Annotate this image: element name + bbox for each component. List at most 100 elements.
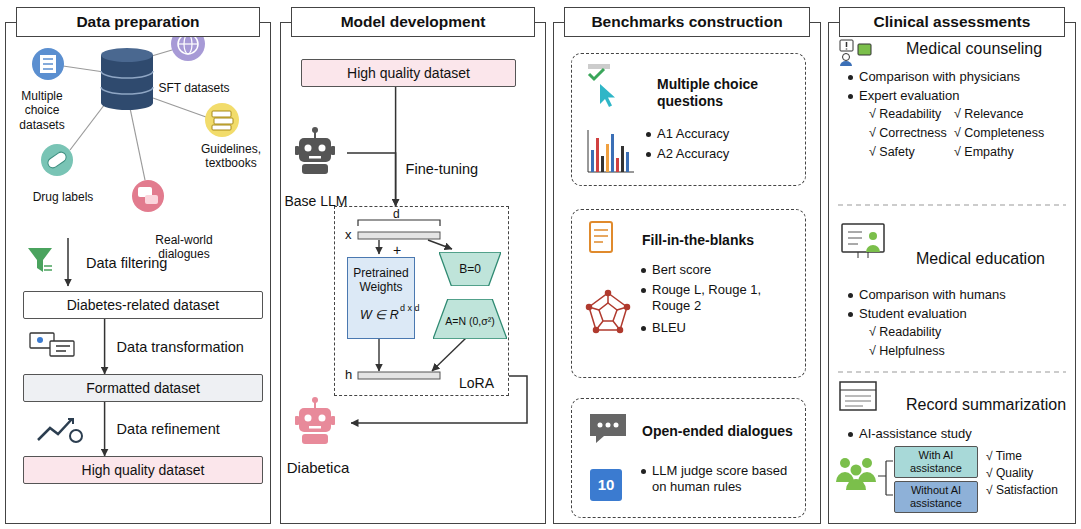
check-item: √ Readability (869, 325, 941, 340)
people-icon (851, 465, 862, 476)
panel-title: Benchmarks construction (564, 7, 810, 37)
lora-box: LoRAPretrained WeightsW ∈ Rd x dB=0A=N (… (334, 206, 509, 396)
network-icon (589, 293, 627, 330)
panel: Data preparationDiabetes-related dataset… (5, 22, 271, 524)
node-text: High quality dataset (347, 65, 470, 81)
panel-title: Clinical assessments (839, 7, 1065, 37)
source-lines (70, 100, 108, 150)
node-text: Without AI assistance (901, 484, 971, 509)
panel-title: Model development (291, 7, 535, 37)
network-icon (587, 291, 630, 333)
globe-icon (178, 34, 198, 54)
database-icon (101, 71, 153, 94)
check-item: √ Satisfaction (986, 483, 1058, 497)
check-item: √ Completeness (954, 126, 1044, 141)
weight-box: Pretrained WeightsW ∈ Rd x d (347, 257, 415, 339)
transform-icon (50, 341, 74, 356)
lora-parts (358, 232, 440, 239)
panel: Model developmentHigh quality datasetBas… (280, 22, 546, 524)
source-lines (153, 98, 206, 117)
robot-icon (331, 146, 335, 155)
robot-icon (309, 156, 321, 159)
source-label: Guidelines, textbooks (196, 142, 266, 171)
bullet-text: Comparison with humans (859, 287, 1006, 303)
separator (838, 372, 1066, 373)
network-icon (606, 291, 611, 296)
source-lines (130, 108, 145, 180)
education-icon (869, 232, 877, 240)
source-label: SFT datasets (156, 81, 232, 95)
lora-parts (378, 338, 379, 371)
node-text: LLM judge score based on human rules (652, 463, 797, 494)
robot-icon (305, 145, 312, 152)
separator (838, 205, 1066, 206)
vector-label: h (345, 367, 352, 383)
people-icon (836, 458, 876, 490)
counseling-icon (840, 40, 853, 51)
capsule-icon (46, 150, 68, 170)
node-text: Diabetica (277, 459, 359, 477)
fork-line (878, 461, 893, 495)
checklist-icon (600, 84, 615, 107)
filter-icon (28, 248, 52, 272)
lora-parts (432, 338, 466, 371)
checklist-icon (589, 69, 604, 79)
chat-icon (132, 180, 164, 212)
robot-icon (319, 145, 326, 152)
node-text: Multiple choice questions (657, 76, 797, 110)
section-title: Medical education (916, 249, 1045, 268)
counseling-icon (858, 44, 871, 55)
bullet-text: Student evaluation (859, 306, 967, 322)
source-lines (63, 66, 104, 72)
database-icon (101, 48, 153, 62)
benchmark-box: Multiple choice questionsA1 AccuracyA2 A… (571, 53, 806, 186)
process-box: Formatted dataset (23, 374, 263, 402)
model-icon: Diabetica (285, 401, 351, 481)
check-item: √ Readability (869, 107, 941, 122)
list-icon (32, 48, 64, 80)
network-icon (625, 305, 630, 310)
node-text: d x d (400, 303, 420, 314)
bar-chart-icon (596, 138, 599, 172)
step-label: Data filtering (86, 255, 167, 272)
connector-arrow (351, 376, 527, 423)
node-text: W ∈ R (360, 308, 399, 323)
check-item: √ Safety (869, 145, 915, 160)
record-icon (840, 382, 876, 410)
node-text: Formatted dataset (86, 380, 200, 396)
group-box: With AI assistance (894, 446, 978, 478)
chat-icon (145, 195, 158, 204)
group-box: Without AI assistance (894, 481, 978, 513)
operator-label: + (393, 242, 401, 259)
network-icon (599, 303, 617, 321)
bar-chart-icon (621, 146, 624, 172)
robot-icon (295, 397, 335, 444)
speech-icon (606, 423, 611, 428)
education-icon (848, 232, 862, 244)
lora-parts (358, 372, 440, 379)
robot-icon (295, 146, 299, 155)
robot-icon (302, 434, 328, 444)
panel-title: Data preparation (16, 7, 260, 37)
transform-icon (30, 333, 74, 356)
panel: Clinical assessmentsWith AI assistanceWi… (828, 22, 1076, 524)
speech-icon (598, 423, 603, 428)
robot-icon (319, 415, 326, 422)
counseling-icon (843, 54, 850, 61)
network-icon (594, 328, 599, 333)
robot-icon (295, 416, 299, 425)
bar-chart-icon (591, 150, 594, 172)
connector-arrow (104, 402, 106, 456)
robot-icon (312, 397, 318, 403)
robot-icon (302, 164, 328, 174)
bullet-text: Comparison with physicians (859, 69, 1020, 85)
bullet-text: AI-assistance study (859, 426, 972, 442)
section-title: Medical counseling (906, 39, 1042, 58)
bar-chart-icon (588, 130, 634, 172)
document-icon (590, 222, 612, 252)
node-text: A=N (0,σ²) (445, 315, 494, 327)
education-icon (866, 245, 880, 252)
node-text: BLEU (652, 320, 686, 336)
lora-parts (378, 240, 379, 254)
